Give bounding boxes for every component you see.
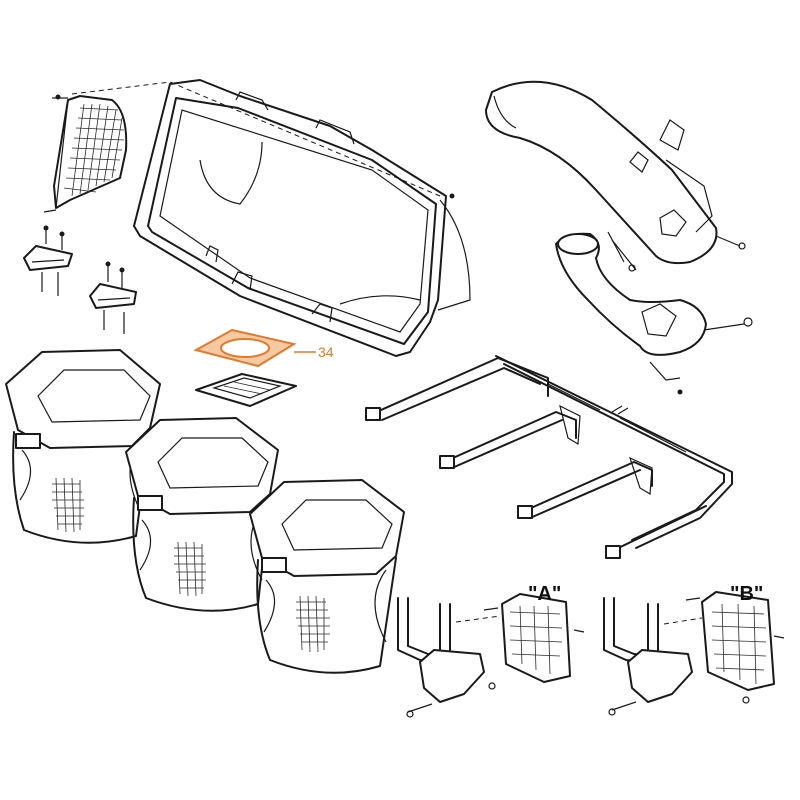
bag-left (5, 349, 161, 544)
deflector (555, 231, 753, 395)
bag-right (249, 479, 405, 674)
gasket-part-34[interactable] (193, 328, 297, 368)
chute-tube (485, 80, 746, 265)
detail-view-a: "A" (397, 583, 585, 718)
hopper-frame (133, 79, 471, 357)
bracket-lower (89, 261, 137, 334)
view-label-a: "A" (528, 583, 561, 605)
view-label-b: "B" (730, 583, 763, 605)
callout-label-34: 34 (318, 344, 334, 360)
grate-gasket (195, 373, 297, 407)
bag-middle (125, 417, 279, 612)
rear-screen (43, 94, 128, 213)
bracket-upper (23, 225, 73, 296)
detail-view-b: "B" (603, 583, 785, 716)
gasket-hole (220, 338, 270, 358)
tube-frame (365, 355, 733, 559)
